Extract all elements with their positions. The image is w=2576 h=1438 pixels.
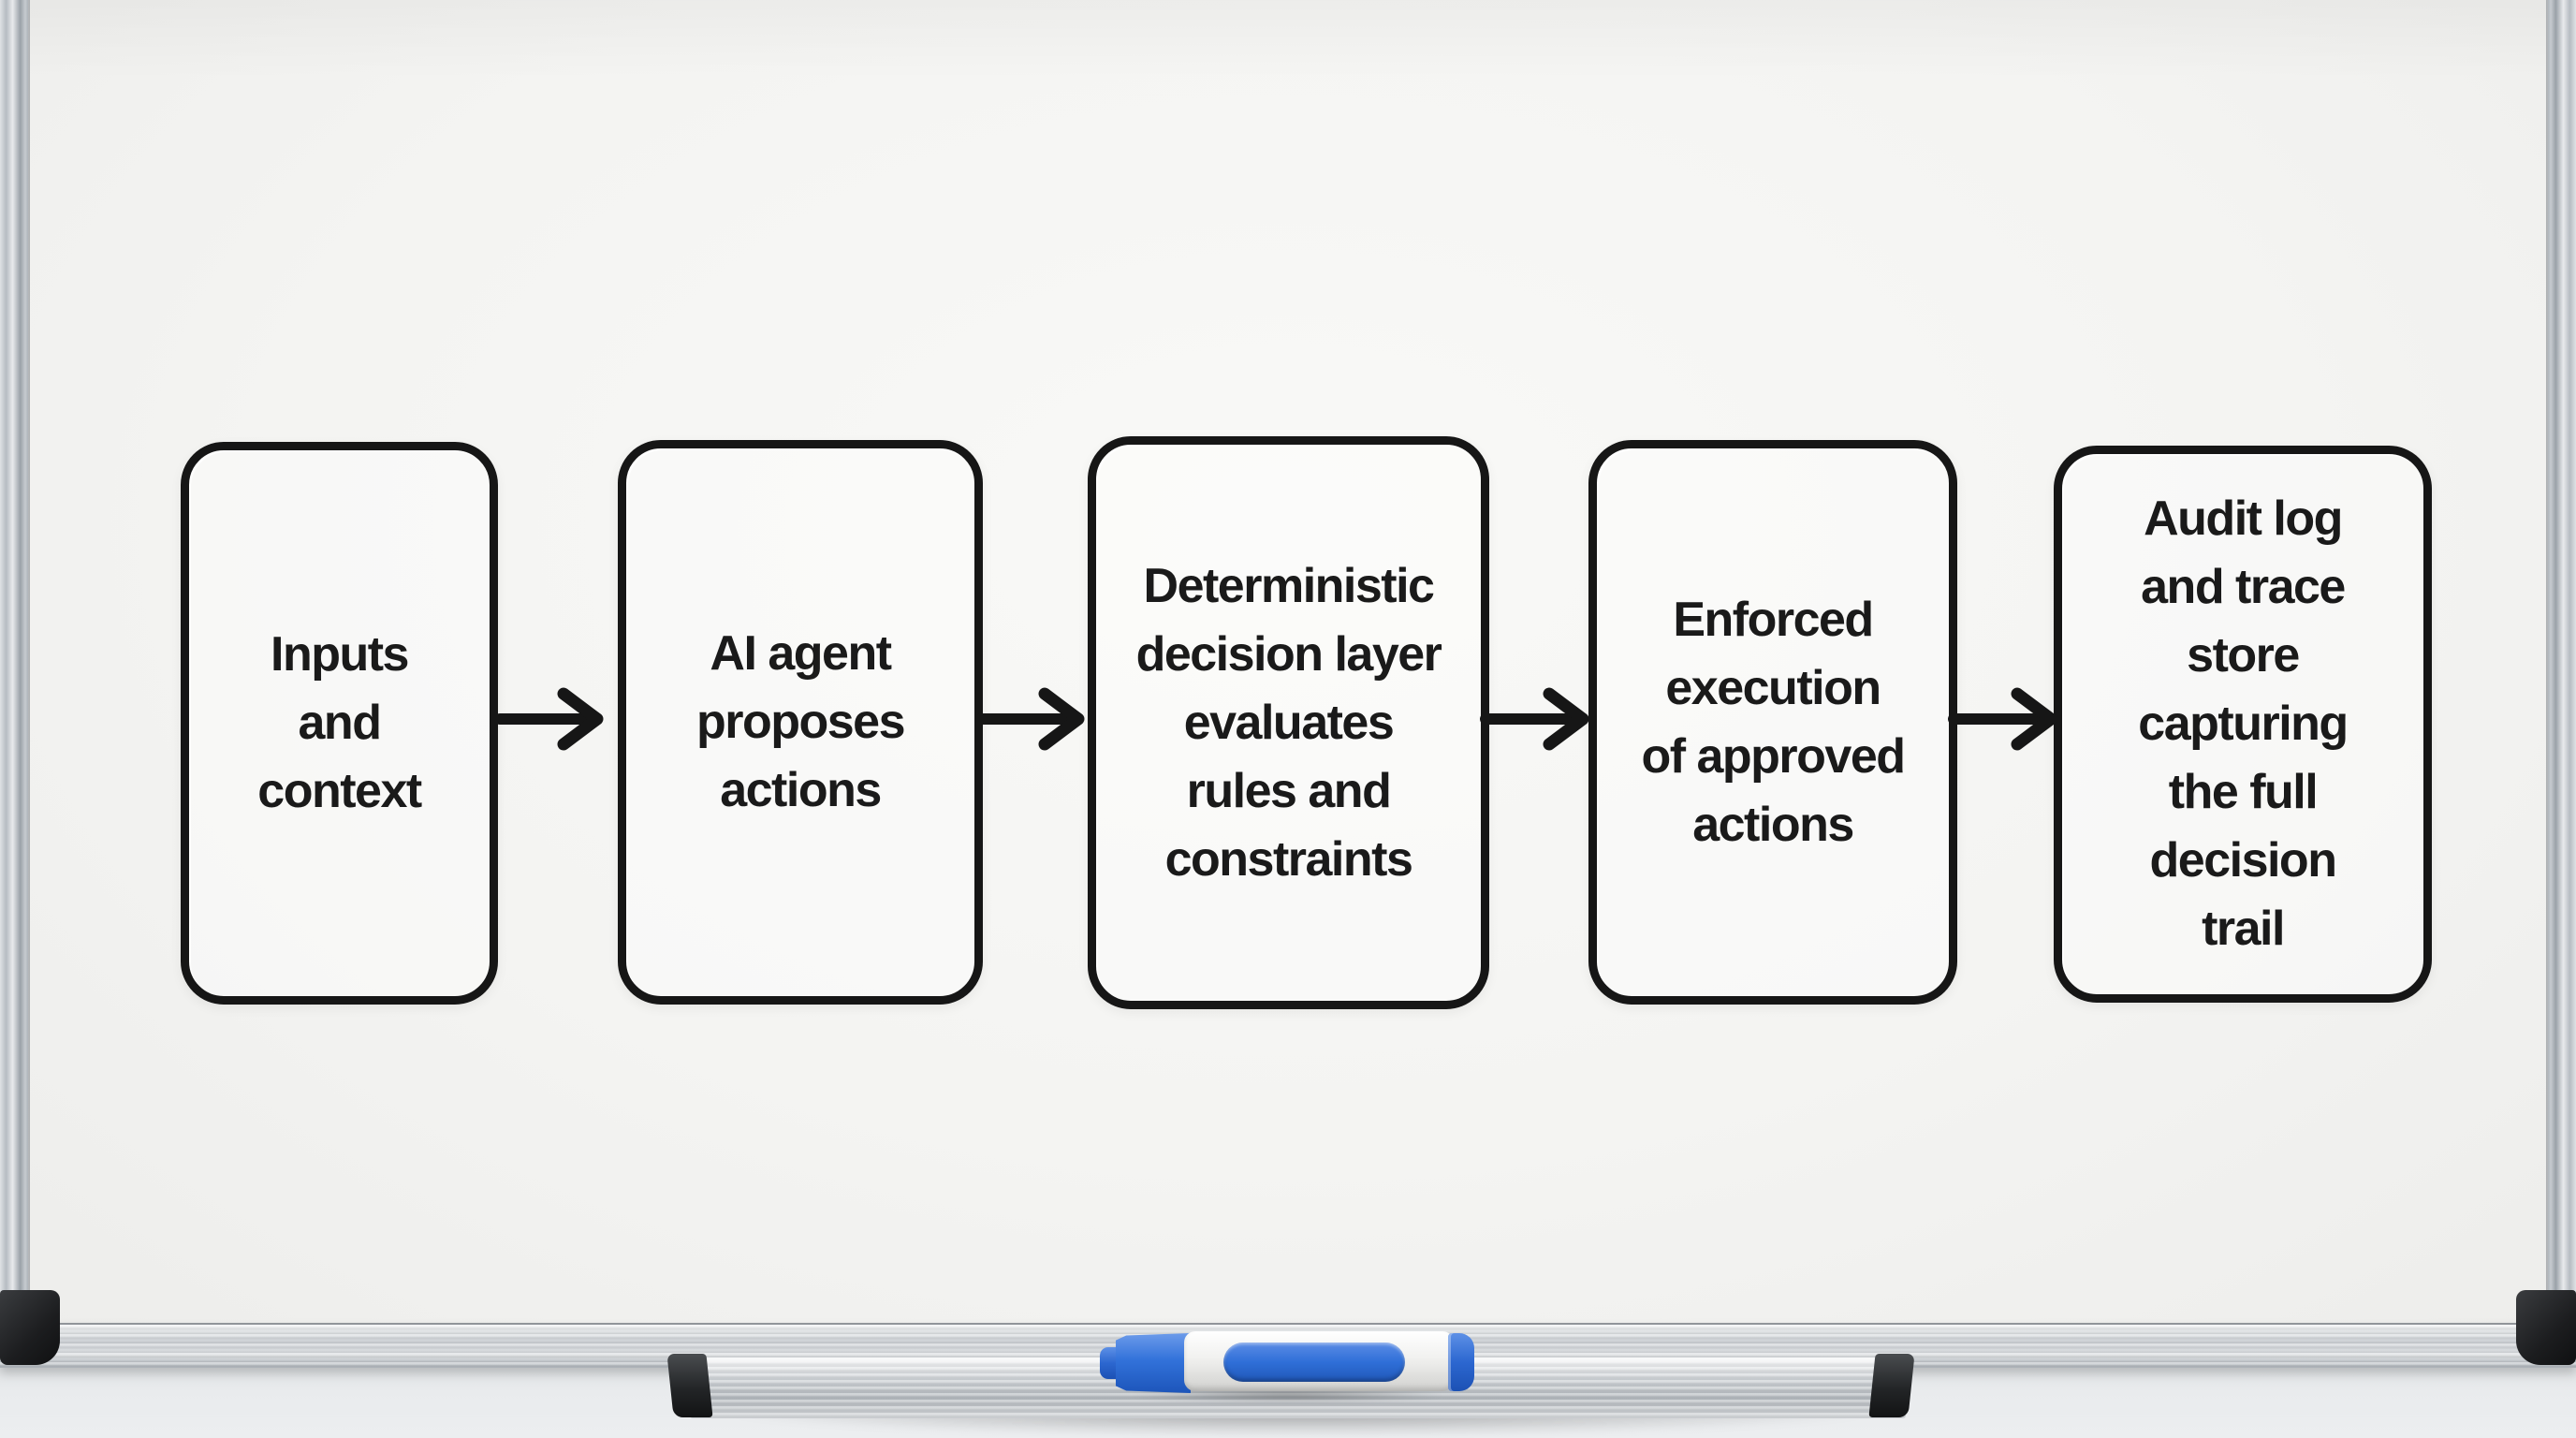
box-label-line: proposes bbox=[695, 695, 906, 749]
box-label-line: decision layer bbox=[1135, 626, 1442, 682]
box-label-line: actions bbox=[1692, 797, 1854, 852]
flow-box-deterministic-decision-layer: Deterministic decision layer evaluates r… bbox=[1088, 436, 1489, 1009]
box-label-line: Audit log bbox=[2144, 492, 2343, 546]
box-label-line: Inputs bbox=[271, 627, 409, 682]
flow-box-audit-log-trace-store: Audit log and trace store capturing the … bbox=[2054, 446, 2432, 1003]
box-label-line: capturing bbox=[2138, 697, 2349, 751]
box-label-line: trail bbox=[2202, 902, 2285, 956]
flow-arrow-1 bbox=[492, 684, 610, 758]
box-label-line: Enforced bbox=[1673, 592, 1874, 647]
flow-box-inputs-and-context: Inputs and context bbox=[181, 442, 498, 1005]
arrow-right-icon bbox=[1948, 687, 2057, 751]
box-label-line: rules and bbox=[1186, 763, 1392, 818]
box-label-line: and trace bbox=[2141, 560, 2346, 614]
flow-arrow-2 bbox=[973, 684, 1091, 758]
left-frame-rail bbox=[0, 0, 30, 1323]
box-label-line: execution bbox=[1665, 660, 1881, 715]
box-label-line: of approved bbox=[1641, 728, 1906, 784]
box-label-line: the full bbox=[2168, 765, 2319, 819]
flow-arrow-4 bbox=[1946, 684, 2064, 758]
marker-end bbox=[1448, 1333, 1474, 1391]
flow-box-enforced-execution: Enforced execution of approved actions bbox=[1588, 440, 1957, 1005]
marker-shadow bbox=[1128, 1387, 1446, 1402]
tray-end-cap-right bbox=[1868, 1354, 1915, 1417]
arrow-right-icon bbox=[494, 687, 604, 751]
corner-cap-right bbox=[2516, 1290, 2576, 1365]
arrow-right-icon bbox=[1480, 687, 1589, 751]
box-label-line: decision bbox=[2149, 833, 2337, 888]
blue-whiteboard-marker bbox=[1100, 1331, 1474, 1395]
arrow-right-icon bbox=[975, 687, 1085, 751]
tray-end-cap-left bbox=[666, 1354, 713, 1417]
corner-cap-left bbox=[0, 1290, 60, 1365]
box-label-line: store bbox=[2187, 628, 2300, 682]
right-frame-rail bbox=[2546, 0, 2576, 1323]
box-label-line: and bbox=[298, 696, 382, 750]
box-label-line: actions bbox=[720, 763, 882, 817]
box-label-line: constraints bbox=[1164, 831, 1413, 887]
box-label-line: context bbox=[257, 764, 422, 818]
flow-box-ai-agent-proposes-actions: AI agent proposes actions bbox=[618, 440, 983, 1005]
flow-arrow-3 bbox=[1478, 684, 1596, 758]
box-label-line: evaluates bbox=[1183, 695, 1395, 750]
marker-cap bbox=[1116, 1333, 1191, 1393]
marker-label bbox=[1223, 1343, 1405, 1382]
box-label-line: AI agent bbox=[710, 626, 892, 681]
box-label-line: Deterministic bbox=[1143, 558, 1435, 613]
whiteboard-surface bbox=[0, 0, 2576, 1323]
